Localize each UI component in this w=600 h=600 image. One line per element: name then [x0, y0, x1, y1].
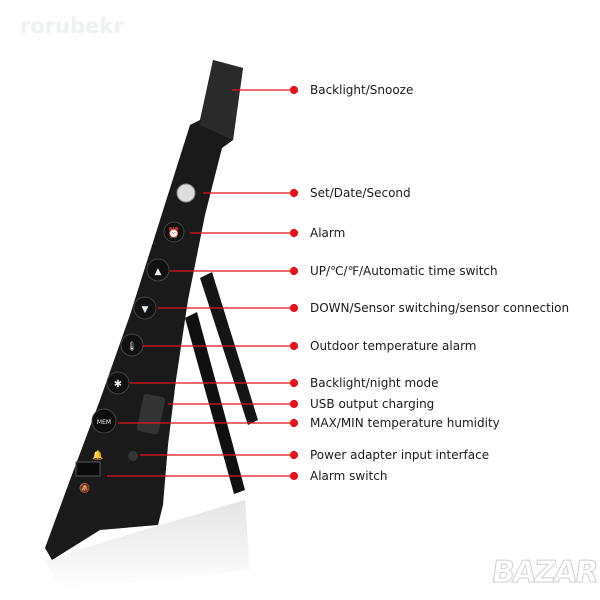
up-button: [146, 258, 170, 282]
callout-label: Power adapter input interface: [310, 448, 490, 462]
callout-label: Alarm switch: [310, 469, 388, 483]
thermometer-icon: 🌡: [126, 341, 137, 352]
backlight-button: [106, 371, 130, 395]
bell-icon: 🔔: [92, 450, 103, 461]
callout-label: USB output charging: [310, 397, 435, 411]
bell-off-icon: 🔕: [79, 482, 90, 494]
callout-dot: [289, 303, 299, 313]
watermark-top: rorubekr: [20, 14, 124, 38]
callout-dot: [289, 378, 299, 388]
callout-dot: [289, 85, 299, 95]
sun-icon: ✱: [114, 379, 122, 390]
callout-dot: [289, 188, 299, 198]
mem-button: [91, 408, 117, 434]
callout-dot: [289, 228, 299, 238]
callout-label: Alarm: [310, 226, 346, 240]
callout-label: Outdoor temperature alarm: [310, 339, 477, 353]
outdoor-alarm-button: [120, 333, 144, 357]
callout-label: DOWN/Sensor switching/sensor connection: [310, 301, 570, 315]
callout-dot: [289, 341, 299, 351]
callout-label: Set/Date/Second: [310, 186, 411, 200]
alarm-switch: [75, 461, 101, 477]
callout-dot: [289, 471, 299, 481]
callout-label: Backlight/night mode: [310, 376, 439, 390]
shadow: [45, 500, 250, 590]
up-triangle-icon: ▲: [155, 267, 162, 277]
usb-port: [136, 393, 166, 435]
mem-label: MEM: [97, 419, 111, 426]
alarm-clock-icon: ⏰: [168, 226, 180, 239]
callout-label: UP/℃/℉/Automatic time switch: [310, 264, 498, 278]
stand-leg-back: [200, 272, 258, 425]
watermark-bottom: BAZAR: [489, 555, 599, 591]
down-button: [133, 296, 157, 320]
down-triangle-icon: ▼: [142, 305, 149, 315]
callout-label: MAX/MIN temperature humidity: [310, 416, 500, 430]
callout-dot: [289, 266, 299, 276]
alarm-button: [163, 221, 185, 243]
callout-dot: [289, 399, 299, 409]
stand-leg-front: [185, 312, 245, 494]
callout-label: Backlight/Snooze: [310, 83, 414, 97]
set-button: [176, 183, 196, 203]
callout-dot: [289, 450, 299, 460]
power-port: [128, 451, 138, 461]
device-side-face: [200, 60, 243, 140]
callout-dot: [289, 418, 299, 428]
